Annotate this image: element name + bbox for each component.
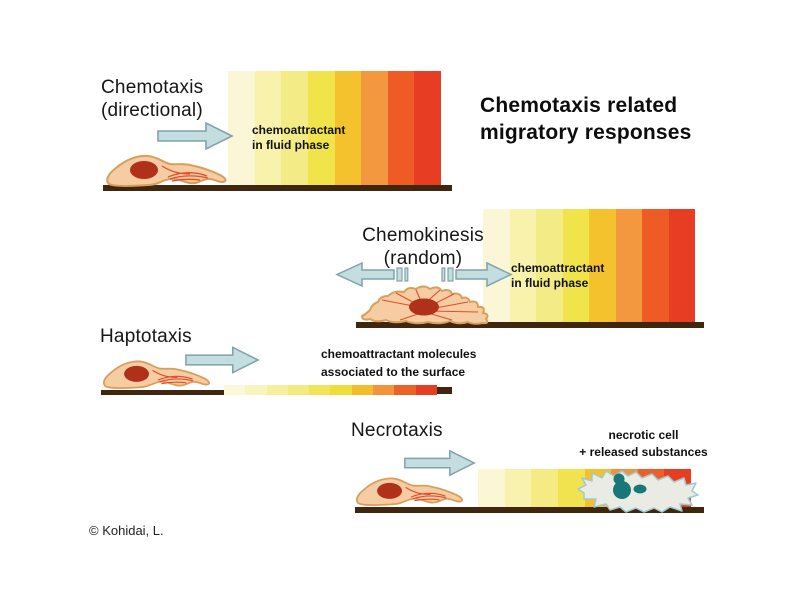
haptotaxis-surface-line-left: [101, 390, 224, 395]
chemotaxis-annotation: chemoattractant in fluid phase: [252, 123, 345, 153]
page-title-line2: migratory responses: [480, 121, 692, 144]
chemokinesis-label: Chemokinesis (random): [348, 224, 498, 270]
necrotaxis-label: Necrotaxis: [351, 420, 443, 441]
page-title-line1: Chemotaxis related: [480, 94, 678, 117]
haptotaxis-arrow-icon: [184, 344, 260, 376]
copyright-text: © Kohidai, L.: [89, 523, 164, 538]
chemotaxis-arrow-icon: [156, 120, 234, 152]
necrotic-cell-icon: [576, 469, 700, 513]
haptotaxis-cell-icon: [101, 354, 213, 392]
chemokinesis-annotation-line2: in fluid phase: [511, 276, 589, 290]
haptotaxis-annotation-line1: chemoattractant molecules: [321, 347, 477, 361]
chemokinesis-surface-line: [356, 322, 704, 328]
necrotaxis-arrow-icon: [401, 448, 478, 478]
page-title: Chemotaxis related migratory responses: [480, 92, 692, 146]
haptotaxis-surface-line-right: [437, 387, 452, 394]
chemokinesis-cell-icon: [356, 280, 496, 326]
necrotaxis-annotation: necrotic cell + released substances: [556, 427, 731, 461]
chemokinesis-label-line2: (random): [383, 248, 463, 269]
haptotaxis-annotation: chemoattractant molecules associated to …: [321, 345, 476, 381]
chemotaxis-label-line2: (directional): [101, 100, 203, 121]
chemokinesis-left-arrow-icon: [334, 261, 412, 288]
chemotaxis-label-line1: Chemotaxis: [101, 77, 204, 98]
necrotaxis-cell-icon: [354, 471, 466, 509]
chemokinesis-annotation: chemoattractant in fluid phase: [511, 261, 604, 291]
necrotaxis-annotation-line2: + released substances: [579, 445, 708, 459]
chemokinesis-annotation-line1: chemoattractant: [511, 261, 605, 275]
chemokinesis-right-arrow-icon: [441, 261, 513, 288]
necrotaxis-surface-line: [355, 507, 704, 513]
haptotaxis-gradient-strip: [224, 385, 437, 395]
chemotaxis-label: Chemotaxis (directional): [101, 76, 203, 122]
chemokinesis-gradient-bar: [483, 209, 695, 326]
haptotaxis-annotation-line2: associated to the surface: [321, 365, 466, 379]
chemotaxis-gradient-bar: [228, 71, 441, 186]
chemokinesis-label-line1: Chemokinesis: [362, 225, 484, 246]
chemotaxis-cell-icon: [104, 149, 230, 189]
haptotaxis-label: Haptotaxis: [100, 326, 192, 347]
chemotaxis-annotation-line1: chemoattractant: [252, 123, 346, 137]
chemotaxis-annotation-line2: in fluid phase: [252, 138, 330, 152]
chemotaxis-surface-line: [103, 185, 452, 191]
necrotaxis-annotation-line1: necrotic cell: [608, 428, 679, 442]
